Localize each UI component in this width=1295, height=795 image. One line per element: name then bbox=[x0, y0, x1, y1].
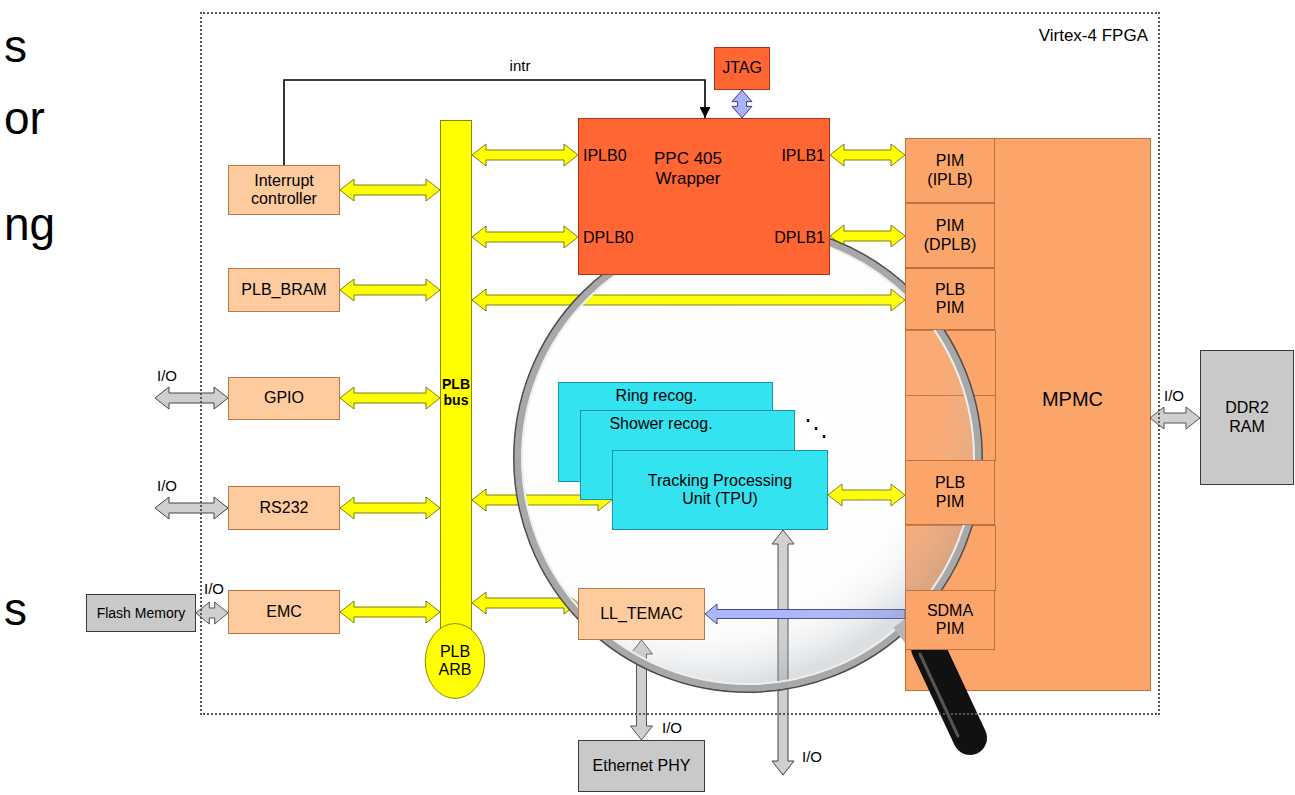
node-label: MPMC bbox=[995, 388, 1150, 411]
io-label: I/O bbox=[155, 367, 179, 384]
node-label: PLB PIM bbox=[921, 281, 979, 318]
slide-text-fragment: ng bbox=[4, 198, 55, 251]
label-slot: I/O bbox=[800, 748, 824, 765]
node-label: PLB ARB bbox=[429, 643, 481, 680]
magnifier-handle bbox=[928, 648, 970, 738]
label-slot: ng bbox=[4, 198, 55, 251]
jtag-port: JTAG bbox=[714, 47, 770, 90]
text-slot: DPLB1 bbox=[774, 229, 825, 247]
signal-label: I/O bbox=[202, 580, 226, 597]
text-slot: IPLB1 bbox=[781, 147, 825, 165]
io-label: I/O bbox=[155, 477, 179, 494]
io-arrow bbox=[155, 497, 228, 519]
edge-label-slot: I/O bbox=[660, 719, 684, 736]
signal-label: I/O bbox=[1162, 387, 1186, 404]
slide-text-fragment: s bbox=[4, 583, 27, 636]
bus-arrow bbox=[340, 179, 440, 201]
bus-arrow bbox=[340, 497, 440, 519]
node-label: Flash Memory bbox=[97, 605, 186, 621]
external-device: DDR2 RAM bbox=[1200, 350, 1294, 485]
io-arrow bbox=[155, 387, 228, 409]
node-label: Shower recog. bbox=[581, 415, 741, 433]
text-slot: IPLB0 bbox=[583, 147, 627, 165]
node-label: IPLB1 bbox=[781, 147, 825, 165]
port-interface: PIM (IPLB) bbox=[905, 138, 995, 203]
node-label: PLB bus bbox=[441, 376, 471, 408]
text-slot: PLB bus bbox=[441, 376, 471, 408]
text-slot: Shower recog. bbox=[581, 415, 741, 433]
node-label: JTAG bbox=[722, 59, 762, 77]
label-slot: ⋱ bbox=[802, 414, 830, 442]
external-device: Ethernet PHY bbox=[578, 740, 705, 792]
processing-unit: Tracking Processing Unit (TPU) bbox=[612, 450, 828, 530]
bus-arbiter: PLB ARB bbox=[424, 622, 486, 700]
port-interface: PIM (DPLB) bbox=[905, 203, 995, 268]
node-label: Tracking Processing Unit (TPU) bbox=[633, 472, 808, 509]
memory-controller: MPMC PIM (IPLB) PIM (DPLB) PLB PIM PLB PIM SD… bbox=[905, 138, 1150, 690]
node-label: LL_TEMAC bbox=[600, 605, 683, 623]
node-label: DPLB0 bbox=[583, 229, 634, 247]
bus-arrow bbox=[472, 226, 578, 248]
peripheral-box: GPIO bbox=[228, 377, 340, 420]
peripheral-box: RS232 bbox=[228, 486, 340, 530]
node-label: EMC bbox=[266, 603, 302, 621]
io-label: I/O bbox=[800, 748, 824, 765]
fpga-boundary: Virtex-4 FPGA JTAG Interrupt controllerPLB… bbox=[200, 12, 1160, 715]
text-slot: Ring recog. bbox=[569, 387, 744, 405]
label-slot: I/O bbox=[155, 477, 179, 494]
node-label: GPIO bbox=[264, 389, 304, 407]
node-label: DDR2 RAM bbox=[1215, 399, 1279, 436]
processor-block: PPC 405 Wrapper IPLB0 IPLB1DPLB0 DPLB1 bbox=[578, 118, 830, 275]
node-label: PLB_BRAM bbox=[241, 281, 326, 299]
node-label: IPLB0 bbox=[583, 147, 627, 165]
port-interface: SDMA PIM bbox=[905, 590, 995, 650]
handle-highlight bbox=[920, 654, 958, 736]
bus-arrow bbox=[340, 279, 440, 301]
signal-label: intr bbox=[508, 57, 533, 74]
bus-arrow bbox=[472, 144, 578, 166]
node-label: DPLB1 bbox=[774, 229, 825, 247]
slide-text-fragment: or bbox=[4, 92, 45, 145]
node-label: PLB PIM bbox=[921, 474, 979, 511]
bus-arrow bbox=[1150, 407, 1200, 429]
peripheral-box: EMC bbox=[228, 590, 340, 634]
node-label: Virtex-4 FPGA bbox=[1039, 26, 1148, 46]
peripheral-box: LL_TEMAC bbox=[578, 588, 705, 640]
edge-label-slot: I/O bbox=[1162, 387, 1186, 404]
label-slot: s bbox=[4, 583, 27, 636]
node-label: PIM (DPLB) bbox=[921, 217, 979, 254]
bus-arrow bbox=[340, 387, 440, 409]
node-label: Interrupt controller bbox=[232, 172, 336, 209]
bus-bar: PLB bus bbox=[440, 120, 472, 652]
io-label: ⋱ bbox=[802, 414, 830, 442]
slide-text-fragment: s bbox=[4, 20, 27, 73]
port-interface: PLB PIM bbox=[905, 268, 995, 330]
text-slot: PPC 405 Wrapper bbox=[638, 149, 738, 188]
peripheral-box: Interrupt controller bbox=[228, 165, 340, 215]
edge-label-slot: I/O bbox=[202, 580, 226, 597]
node-label: Ethernet PHY bbox=[593, 757, 691, 775]
node-label: PIM (IPLB) bbox=[921, 152, 979, 189]
node-label: Ring recog. bbox=[569, 387, 744, 405]
bus-arrow bbox=[830, 144, 905, 166]
edge-label-slot: intr bbox=[508, 57, 533, 74]
bus-arrow bbox=[732, 90, 752, 118]
peripheral-box: PLB_BRAM bbox=[228, 268, 340, 312]
port-interface: PLB PIM bbox=[905, 460, 995, 525]
bus-arrow bbox=[340, 601, 440, 623]
arbiter-outline bbox=[425, 624, 485, 699]
label-slot: s bbox=[4, 20, 27, 73]
text-slot: DPLB0 bbox=[583, 229, 634, 247]
signal-label: I/O bbox=[660, 719, 684, 736]
external-device: Flash Memory bbox=[86, 594, 196, 632]
label-slot: I/O bbox=[155, 367, 179, 384]
label-slot: or bbox=[4, 92, 45, 145]
node-label: PPC 405 Wrapper bbox=[638, 149, 738, 188]
text-slot: Virtex-4 FPGA bbox=[1039, 26, 1148, 46]
node-label: SDMA PIM bbox=[921, 602, 979, 639]
text-slot: MPMC bbox=[995, 388, 1150, 411]
node-label: RS232 bbox=[260, 499, 309, 517]
